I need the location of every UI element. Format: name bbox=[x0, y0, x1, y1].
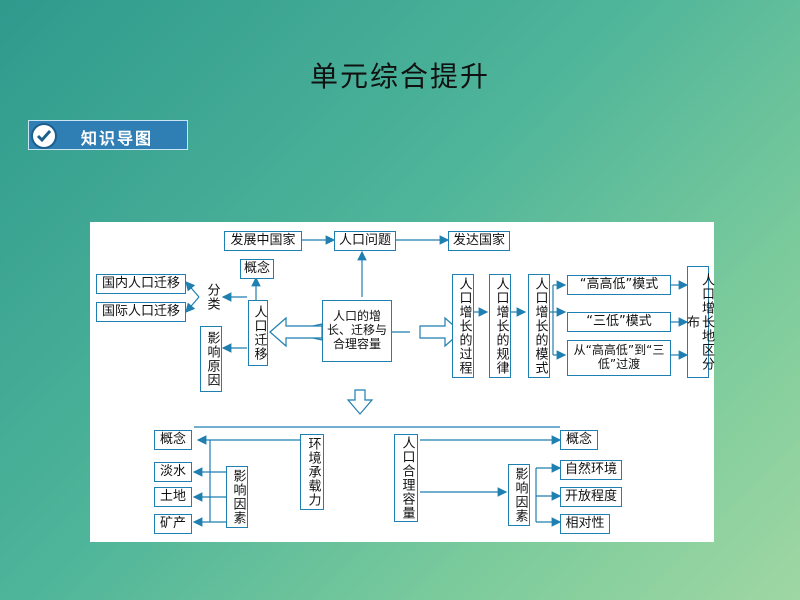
connector-lines bbox=[185, 235, 689, 527]
carrying-factors-box: 影响因素 bbox=[226, 466, 248, 528]
check-circle-icon bbox=[31, 123, 57, 149]
population-problem-box: 人口问题 bbox=[334, 231, 396, 251]
developing-countries-box: 发展中国家 bbox=[224, 231, 302, 251]
growth-process-box: 人口增长的过程 bbox=[452, 274, 474, 378]
capacity-item-relativity-box: 相对性 bbox=[560, 514, 610, 534]
growth-mode-2-box: “三低”模式 bbox=[567, 312, 671, 332]
reasonable-capacity-box: 人口合理容量 bbox=[394, 434, 418, 522]
carrying-item-water-box: 淡水 bbox=[154, 462, 192, 482]
capacity-factors-box: 影响因素 bbox=[508, 464, 530, 526]
growth-distribution-box: 人口增长地区分布 bbox=[684, 266, 714, 378]
migration-concept-box: 概念 bbox=[240, 259, 274, 279]
carrying-item-minerals-box: 矿产 bbox=[154, 514, 192, 534]
growth-mode-1-box: “高高低”模式 bbox=[567, 275, 671, 295]
carrying-capacity-box: 环境承载力 bbox=[300, 434, 324, 510]
mind-map-panel: 发展中国家 人口问题 发达国家 人口的增长、迁移与合理容量 概念 人口迁移 分类… bbox=[90, 222, 714, 542]
section-tag-label: 知识导图 bbox=[81, 129, 154, 148]
section-tag: 知识导图 bbox=[28, 120, 188, 150]
capacity-item-openness-box: 开放程度 bbox=[560, 487, 622, 507]
capacity-concept-box: 概念 bbox=[560, 430, 598, 450]
migration-classify-box: 分类 bbox=[200, 275, 222, 319]
carrying-concept-box: 概念 bbox=[154, 430, 192, 450]
migration-reasons-box: 影响原因 bbox=[200, 326, 222, 392]
migration-box: 人口迁移 bbox=[248, 300, 268, 366]
domestic-migration-box: 国内人口迁移 bbox=[96, 274, 186, 294]
capacity-item-nature-box: 自然环境 bbox=[560, 460, 622, 480]
central-topic-box: 人口的增长、迁移与合理容量 bbox=[322, 300, 392, 362]
developed-countries-box: 发达国家 bbox=[448, 231, 510, 251]
growth-mode-3-box: 从“高高低”到“三低”过渡 bbox=[567, 340, 671, 376]
page-title: 单元综合提升 bbox=[309, 60, 490, 93]
international-migration-box: 国际人口迁移 bbox=[96, 302, 186, 322]
growth-mode-box: 人口增长的模式 bbox=[528, 274, 550, 378]
carrying-item-land-box: 土地 bbox=[154, 487, 192, 507]
growth-law-box: 人口增长的规律 bbox=[489, 274, 511, 378]
